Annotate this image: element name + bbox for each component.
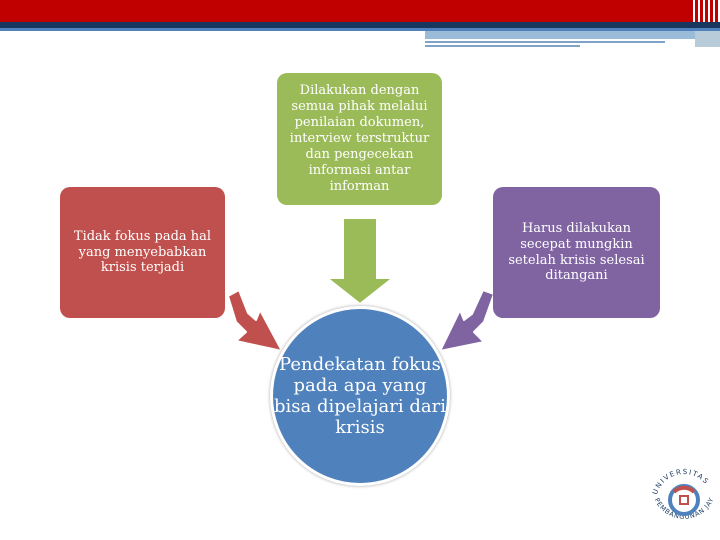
logo-ring-red: [672, 485, 696, 494]
header-line: [0, 22, 720, 28]
header-stripes: [690, 0, 720, 22]
header-accent-block: [695, 31, 720, 47]
arrow-left-to-center: [227, 289, 283, 352]
university-logo: UNIVERSITAS PEMBANGUNAN JAYA: [648, 458, 715, 521]
header-line-accent: [0, 28, 720, 31]
header-accent-line: [425, 41, 665, 43]
top-box-text: Dilakukan dengan semua pihak melalui pen…: [289, 83, 430, 194]
header-bar: [0, 0, 720, 22]
svg-text:UNIVERSITAS: UNIVERSITAS: [651, 468, 711, 496]
arrow-top-to-center: [324, 217, 396, 306]
top-box: Dilakukan dengan semua pihak melalui pen…: [277, 73, 442, 205]
header-accent-bar: [425, 31, 720, 39]
left-box-text: Tidak fokus pada hal yang menyebabkan kr…: [73, 228, 212, 276]
center-circle-text: Pendekatan fokus pada apa yang bisa dipe…: [274, 353, 446, 439]
left-box: Tidak fokus pada hal yang menyebabkan kr…: [60, 187, 225, 318]
header-accent-line-short: [425, 45, 580, 47]
logo-core-inner: [681, 497, 687, 503]
right-box-text: Harus dilakukan secepat mungkin setelah …: [508, 220, 645, 284]
logo-text-upper: UNIVERSITAS: [651, 468, 709, 496]
right-box: Harus dilakukan secepat mungkin setelah …: [493, 187, 660, 318]
arrow-right-to-center: [439, 289, 495, 352]
center-circle: Pendekatan fokus pada apa yang bisa dipe…: [270, 306, 450, 486]
